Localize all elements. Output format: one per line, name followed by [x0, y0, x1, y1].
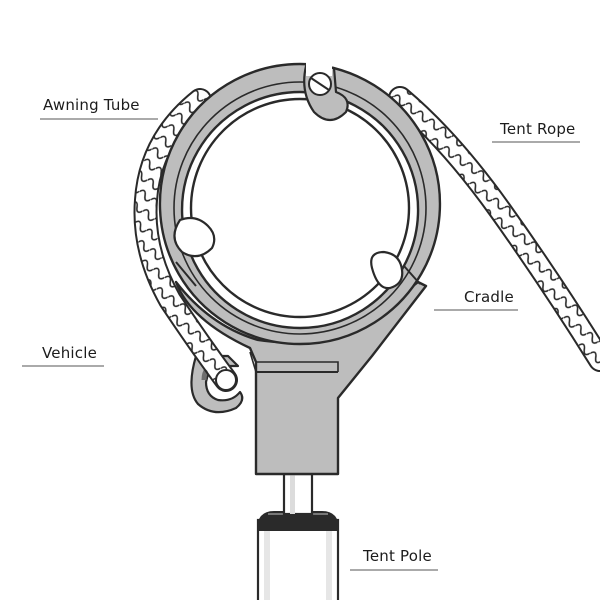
- cradle-label: Cradle: [464, 288, 514, 306]
- awning-tube-label: Awning Tube: [43, 96, 140, 114]
- rope-end: [215, 369, 237, 391]
- vehicle-label: Vehicle: [42, 344, 98, 362]
- tent-pole-cap: [256, 511, 340, 531]
- tent-rope-left: [133, 88, 238, 392]
- tent-rope-label: Tent Rope: [500, 120, 576, 138]
- tent-rope-right: [388, 86, 600, 372]
- tent-pole: [256, 472, 340, 600]
- tent-pole-label: Tent Pole: [363, 547, 432, 565]
- tent-pole-spigot: [282, 472, 314, 516]
- awning-tube: [158, 62, 442, 346]
